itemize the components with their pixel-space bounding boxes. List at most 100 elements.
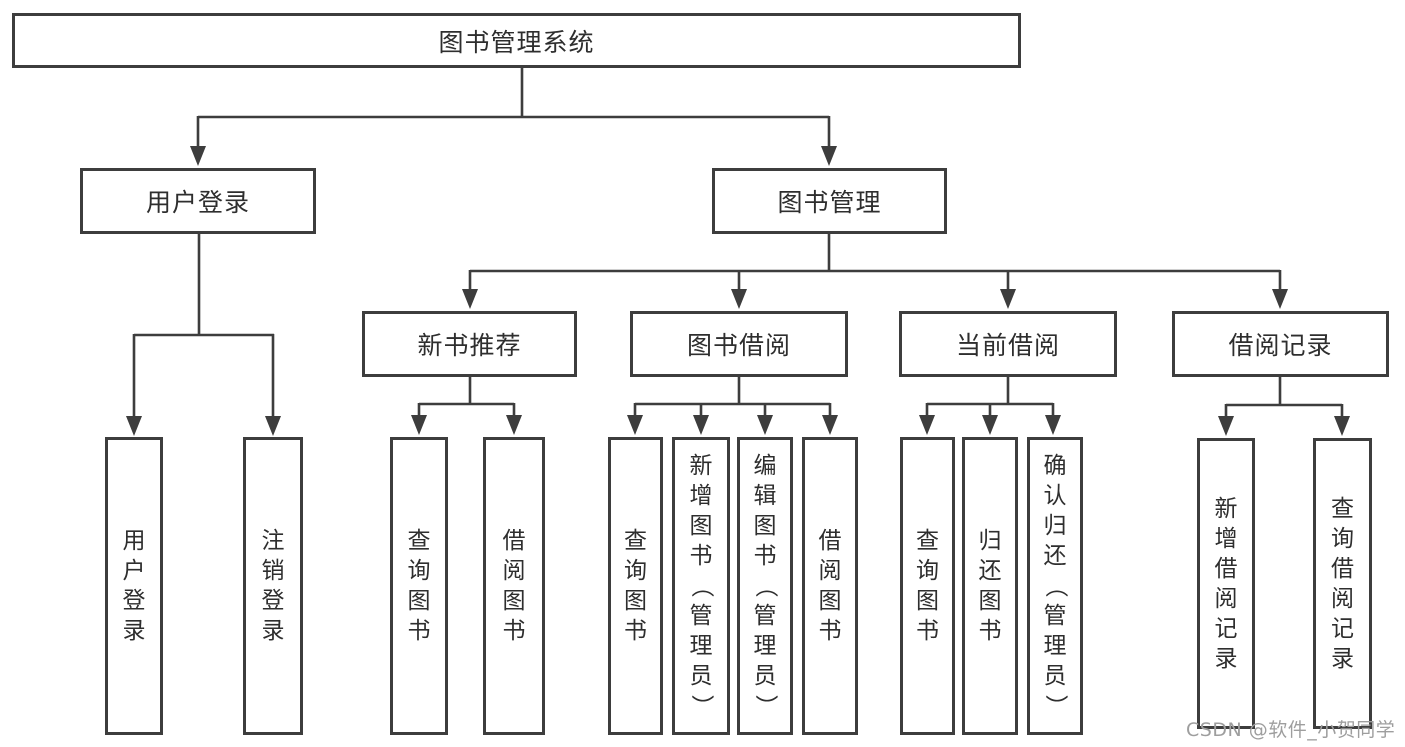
vertical-char: 录	[261, 618, 285, 644]
node-user-login: 用户登录	[80, 168, 316, 234]
tree-edges	[132, 66, 1344, 419]
arrowhead-down-icon	[919, 415, 935, 435]
vertical-char: 用	[122, 528, 146, 554]
vertical-char: 理	[689, 633, 713, 659]
vertical-char: 阅	[1214, 585, 1238, 612]
leaf-current-query-books: 查询图书	[900, 437, 955, 735]
arrowhead-down-icon	[126, 416, 142, 436]
vertical-char: 借	[818, 528, 842, 554]
vertical-char: 查	[624, 528, 647, 554]
leaf-borrowing-edit-books-admin: 编辑图书 （ 管理员 ）	[737, 437, 793, 735]
vertical-char: 查	[1331, 495, 1354, 522]
vertical-char: 图	[978, 588, 1002, 614]
vertical-char: 辑	[753, 483, 777, 509]
vertical-char: 编	[753, 453, 777, 479]
vertical-char: 图	[916, 588, 939, 614]
arrowhead-down-icon	[821, 146, 837, 166]
vertical-char: （	[1042, 574, 1068, 598]
vertical-char: 图	[818, 588, 842, 614]
vertical-char: 书	[978, 618, 1002, 644]
vertical-char: 书	[624, 618, 647, 644]
arrowhead-down-icon	[265, 416, 281, 436]
vertical-char: 员	[689, 663, 713, 689]
vertical-char: 认	[1043, 483, 1067, 509]
vertical-char: 员	[1043, 663, 1067, 689]
vertical-char: ）	[752, 694, 778, 718]
vertical-char: 管	[1043, 603, 1067, 629]
leaf-records-query-record: 查询借阅记录	[1313, 438, 1372, 729]
arrowhead-down-icon	[1045, 415, 1061, 435]
vertical-char: 书	[753, 543, 777, 569]
node-current-borrowing: 当前借阅	[899, 311, 1117, 377]
node-root: 图书管理系统	[12, 13, 1021, 68]
arrowhead-down-icon	[411, 415, 427, 435]
vertical-char: 图	[624, 588, 647, 614]
arrowhead-down-icon	[190, 146, 206, 166]
vertical-char: 图	[689, 513, 713, 539]
vertical-char: 查	[916, 528, 939, 554]
arrowhead-down-icon	[731, 289, 747, 309]
vertical-char: 录	[122, 618, 146, 644]
vertical-char: 增	[1214, 525, 1238, 552]
vertical-char: 记	[1214, 615, 1238, 642]
vertical-char: ）	[688, 694, 714, 718]
vertical-char: 图	[502, 588, 526, 614]
vertical-char: 还	[1043, 543, 1067, 569]
vertical-char: 录	[1331, 645, 1354, 672]
arrowhead-down-icon	[822, 415, 838, 435]
vertical-char: 书	[407, 618, 431, 644]
arrowhead-down-icon	[627, 415, 643, 435]
arrowhead-down-icon	[1334, 416, 1350, 436]
vertical-char: （	[752, 574, 778, 598]
vertical-char: 确	[1043, 453, 1067, 479]
vertical-char: 图	[407, 588, 431, 614]
leaf-borrowing-borrow-books: 借阅图书	[802, 437, 858, 735]
node-new-book-recommendation: 新书推荐	[362, 311, 577, 377]
watermark-text: CSDN @软件_小贺同学	[1186, 719, 1396, 741]
arrowhead-down-icon	[462, 289, 478, 309]
vertical-char: 图	[753, 513, 777, 539]
vertical-char: 归	[1043, 513, 1067, 539]
arrowhead-down-icon	[1272, 289, 1288, 309]
vertical-char: 录	[1214, 645, 1238, 672]
vertical-char: 理	[753, 633, 777, 659]
node-borrowing-records: 借阅记录	[1172, 311, 1389, 377]
vertical-char: 销	[261, 558, 285, 584]
vertical-char: 书	[916, 618, 939, 644]
leaf-borrowing-query-books: 查询图书	[608, 437, 663, 735]
vertical-char: 询	[624, 558, 647, 584]
vertical-char: 借	[502, 528, 526, 554]
vertical-char: ）	[1042, 694, 1068, 718]
vertical-char: 询	[916, 558, 939, 584]
vertical-char: 查	[407, 528, 431, 554]
vertical-char: 阅	[502, 558, 526, 584]
vertical-char: 阅	[818, 558, 842, 584]
vertical-char: 询	[407, 558, 431, 584]
vertical-char: 记	[1331, 615, 1354, 642]
vertical-char: 书	[818, 618, 842, 644]
vertical-char: 还	[978, 558, 1002, 584]
arrowhead-down-icon	[982, 415, 998, 435]
node-book-management: 图书管理	[712, 168, 947, 234]
arrowhead-down-icon	[1000, 289, 1016, 309]
leaf-current-return-books: 归还图书	[962, 437, 1018, 735]
arrowhead-down-icon	[506, 415, 522, 435]
vertical-char: 借	[1214, 555, 1238, 582]
vertical-char: （	[688, 574, 714, 598]
arrowhead-down-icon	[1218, 416, 1234, 436]
leaf-logout-login: 注销登录	[243, 437, 303, 735]
vertical-char: 员	[753, 663, 777, 689]
vertical-char: 借	[1331, 555, 1354, 582]
vertical-char: 户	[122, 558, 146, 584]
vertical-char: 理	[1043, 633, 1067, 659]
leaf-current-confirm-return-admin: 确认归还 （ 管理员 ）	[1027, 437, 1083, 735]
node-book-borrowing: 图书借阅	[630, 311, 848, 377]
vertical-char: 书	[689, 543, 713, 569]
vertical-char: 增	[689, 483, 713, 509]
vertical-char: 管	[689, 603, 713, 629]
vertical-char: 管	[753, 603, 777, 629]
leaf-user-login: 用户登录	[105, 437, 163, 735]
vertical-char: 书	[502, 618, 526, 644]
